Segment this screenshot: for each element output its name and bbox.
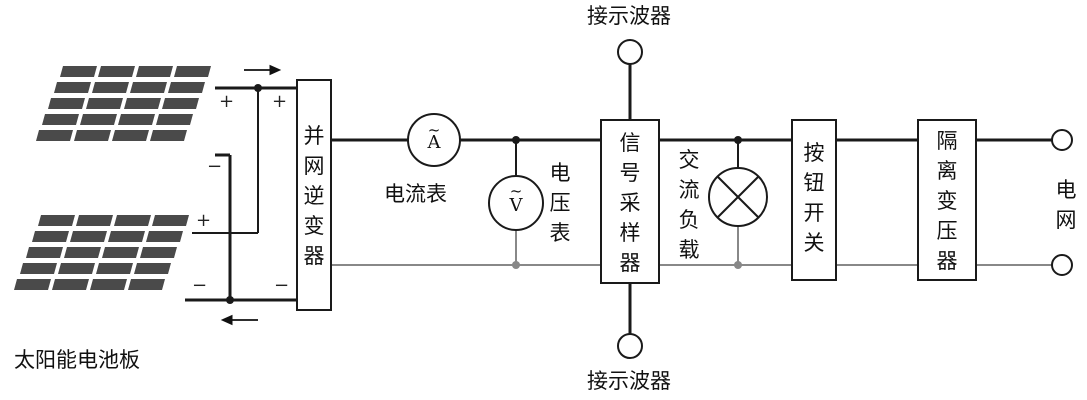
junction-voltmeter-top <box>512 136 520 144</box>
plus-sign-panel1: + <box>219 91 235 112</box>
ac-load-lamp-cross-2 <box>716 175 760 219</box>
solar-cell <box>20 263 57 274</box>
button-switch-label: 按钮开关 <box>803 141 825 255</box>
solar-cell <box>54 82 91 93</box>
solar-cell <box>26 247 63 258</box>
solar-cell <box>112 130 149 141</box>
solar-cell <box>98 66 135 77</box>
signal-sampler-box <box>600 119 660 284</box>
oscilloscope-top-label: 接示波器 <box>587 4 671 28</box>
voltmeter-label: 电压表 <box>549 161 571 245</box>
solar-cell <box>130 82 167 93</box>
plus-sign-inverter: + <box>272 91 288 112</box>
ammeter-label: 电流表 <box>384 182 447 206</box>
ammeter-circle <box>407 113 461 167</box>
solar-cell <box>32 231 69 242</box>
ammeter-symbol: A <box>427 132 441 153</box>
solar-cell <box>124 98 161 109</box>
solar-cell <box>86 98 123 109</box>
panel-wiring <box>185 86 297 302</box>
grid-label: 电网 <box>1055 178 1077 232</box>
solar-cell <box>108 231 145 242</box>
oscilloscope-terminal-top <box>617 39 643 65</box>
solar-cell <box>90 279 127 290</box>
ac-load-label: 交流负载 <box>678 148 700 262</box>
button-switch-box <box>791 119 837 281</box>
solar-cell <box>136 66 173 77</box>
solar-panel-label: 太阳能电池板 <box>14 348 140 372</box>
ammeter-tilde: ~ <box>427 121 441 139</box>
solar-cell <box>128 279 165 290</box>
arrow-left <box>220 314 258 326</box>
junction-load-top <box>734 136 742 144</box>
solar-cell <box>74 130 111 141</box>
voltmeter-symbol: V <box>509 195 523 216</box>
solar-cell <box>14 279 51 290</box>
signal-sampler-label: 信号采样器 <box>619 131 641 275</box>
solar-cell <box>52 279 89 290</box>
solar-cell <box>58 263 95 274</box>
minus-sign-inverter: − <box>274 275 290 296</box>
bus-lines <box>331 64 1052 334</box>
inverter-label: 并网逆变器 <box>303 124 325 268</box>
solar-cell <box>162 98 199 109</box>
isolation-transformer-label: 隔离变压器 <box>936 129 958 273</box>
solar-cell <box>140 247 177 258</box>
minus-sign-panel2: − <box>192 275 208 296</box>
solar-cell <box>96 263 133 274</box>
solar-cell <box>156 114 193 125</box>
solar-panel-bottom <box>14 215 189 290</box>
solar-cell <box>80 114 117 125</box>
solar-panel-top <box>36 66 211 141</box>
solar-cell <box>134 263 171 274</box>
solar-cell <box>174 66 211 77</box>
grid-terminal-bottom <box>1051 254 1073 276</box>
solar-cell <box>152 215 189 226</box>
voltmeter-tilde: ~ <box>509 182 523 200</box>
solar-cell <box>70 231 107 242</box>
voltmeter-circle <box>488 175 544 231</box>
oscilloscope-terminal-bottom <box>617 333 643 359</box>
solar-cell <box>36 130 73 141</box>
inverter-box <box>296 79 332 311</box>
solar-cell <box>92 82 129 93</box>
solar-cell <box>42 114 79 125</box>
isolation-transformer-box <box>917 119 977 281</box>
solar-cell <box>64 247 101 258</box>
solar-cell <box>146 231 183 242</box>
solar-cell <box>38 215 75 226</box>
plus-sign-panel2: + <box>196 210 212 231</box>
solar-cell <box>102 247 139 258</box>
solar-cell <box>60 66 97 77</box>
junction-voltmeter-bottom <box>512 261 520 269</box>
oscilloscope-bottom-label: 接示波器 <box>587 369 671 393</box>
solar-cell <box>76 215 113 226</box>
grid-terminal-top <box>1051 129 1073 151</box>
solar-cell <box>48 98 85 109</box>
solar-cell <box>114 215 151 226</box>
solar-cell <box>168 82 205 93</box>
junction-load-bottom <box>734 261 742 269</box>
junction-minus <box>226 296 234 304</box>
arrow-right <box>244 64 282 76</box>
solar-cell <box>118 114 155 125</box>
solar-cell <box>150 130 187 141</box>
minus-sign-panel1: − <box>207 156 223 177</box>
junction-plus <box>254 84 262 92</box>
